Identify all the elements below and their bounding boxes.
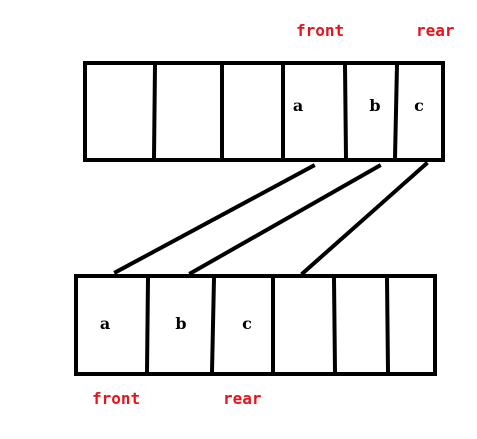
bottom-array-divider (384, 275, 391, 375)
top-array-divider (342, 62, 349, 161)
move-line-c (300, 161, 429, 276)
bottom-front-label: front (92, 389, 140, 408)
bottom-array-divider (209, 275, 217, 375)
top-array-divider (151, 62, 158, 161)
top-cell-4: b (369, 96, 380, 115)
bottom-array-divider (144, 275, 151, 375)
bottom-array-frame (74, 274, 437, 376)
move-line-a (113, 163, 316, 275)
move-line-b (188, 163, 382, 276)
move-arrows (113, 161, 429, 276)
bottom-cell-2: c (242, 314, 252, 333)
top-array-frame (83, 61, 445, 162)
top-rear-label: rear (416, 21, 455, 40)
top-array: a b c (83, 61, 445, 162)
top-array-divider (392, 62, 400, 161)
bottom-cell-0: a (100, 314, 110, 333)
bottom-rear-label: rear (223, 389, 262, 408)
top-cell-3: a (293, 96, 303, 115)
bottom-cell-1: b (175, 314, 186, 333)
top-cell-5: c (414, 96, 424, 115)
bottom-array-divider (331, 275, 338, 375)
top-front-label: front (296, 21, 344, 40)
bottom-array: a b c (74, 274, 437, 376)
